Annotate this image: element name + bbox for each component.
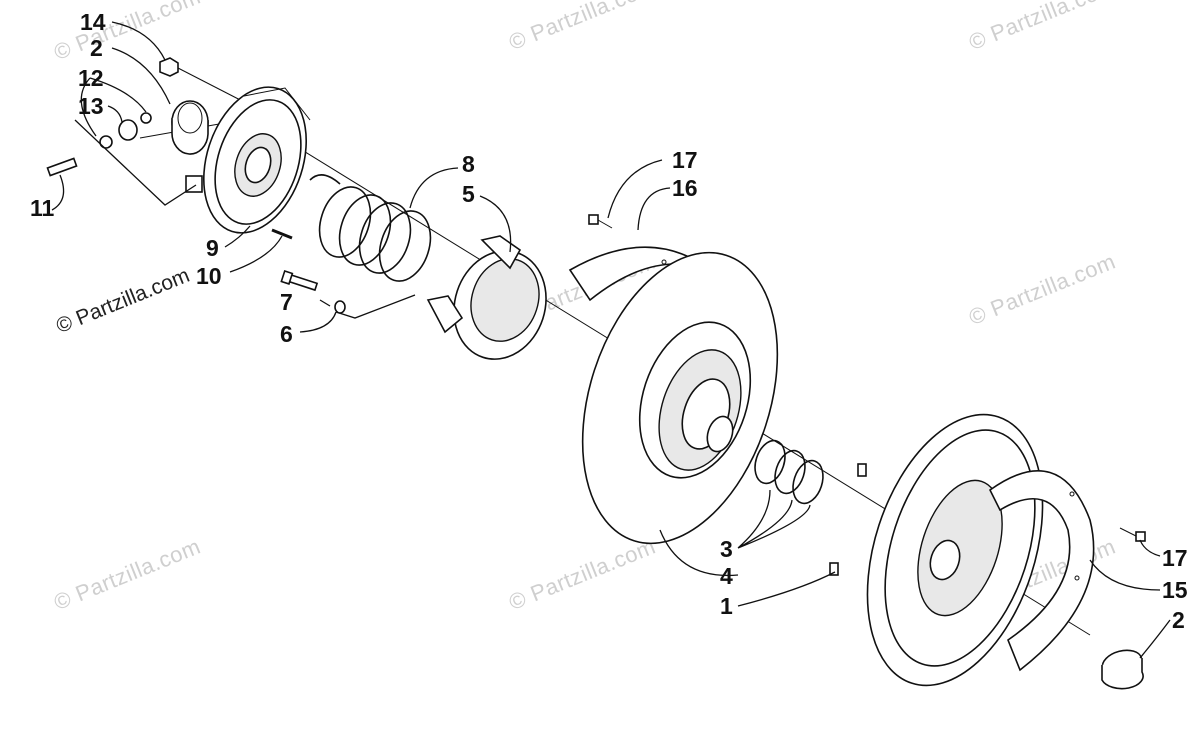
part-12-washer <box>99 112 152 149</box>
callout-8: 8 <box>462 151 475 177</box>
callout-16: 16 <box>672 175 698 201</box>
callout-17-bottom: 17 <box>1162 545 1188 571</box>
callout-5: 5 <box>462 181 475 207</box>
part-3-spacers <box>754 439 824 505</box>
part-2-bushing-top <box>171 100 209 155</box>
callout-3: 3 <box>720 536 733 562</box>
callout-2-top: 2 <box>90 35 103 61</box>
callout-9: 9 <box>206 235 219 261</box>
part-cam-housing <box>185 86 311 234</box>
callout-7: 7 <box>280 289 293 315</box>
callout-17-top: 17 <box>672 147 698 173</box>
part-5-cam <box>426 235 547 360</box>
callout-13: 13 <box>78 93 104 119</box>
callout-14: 14 <box>80 9 106 35</box>
leader-lines <box>51 21 1171 659</box>
callout-11: 11 <box>30 195 55 221</box>
part-14-nut <box>159 57 251 106</box>
callout-12: 12 <box>78 65 104 91</box>
part-15-cover-plate <box>988 469 1095 672</box>
part-13-roller <box>118 119 138 141</box>
callout-10: 10 <box>196 263 222 289</box>
part-17-screw-top <box>588 214 613 229</box>
callout-4: 4 <box>720 563 733 589</box>
part-2-bushing-bottom <box>1101 649 1144 690</box>
part-6-washer <box>334 300 346 314</box>
part-7-bolt <box>280 270 319 292</box>
part-1-fixed-sheave <box>829 413 1044 687</box>
callout-6: 6 <box>280 321 293 347</box>
callout-15: 15 <box>1162 577 1188 603</box>
part-11-pin <box>46 157 78 177</box>
part-4-movable-sheave <box>581 251 779 545</box>
part-10-pin <box>271 228 293 240</box>
callout-2-bottom: 2 <box>1172 607 1185 633</box>
part-8-spring <box>309 174 432 282</box>
callout-1: 1 <box>720 593 733 619</box>
part-17-screw-bottom <box>1119 527 1146 542</box>
